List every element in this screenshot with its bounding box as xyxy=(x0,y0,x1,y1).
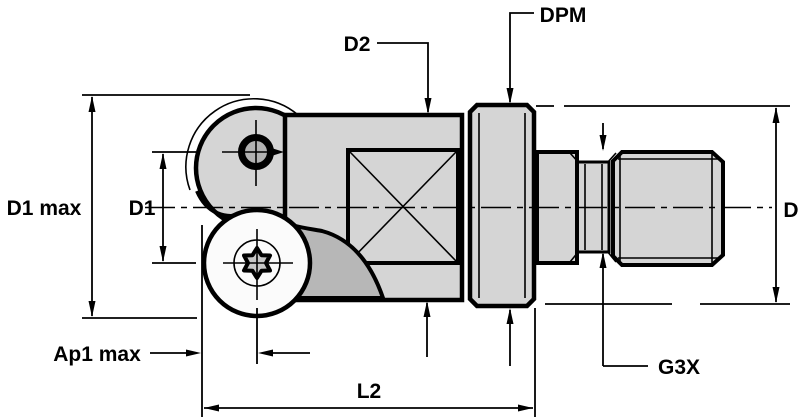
chamfer-line xyxy=(606,250,617,263)
dim-g3x: G3X xyxy=(599,123,700,379)
arrowhead-right-icon xyxy=(273,148,284,156)
label-d1max: D1 max xyxy=(7,197,82,220)
label-d2: D2 xyxy=(344,33,371,56)
insert-seat-arc xyxy=(185,97,299,191)
collar xyxy=(467,102,537,309)
thread xyxy=(611,150,725,267)
arrowhead-down-icon xyxy=(424,98,432,114)
arrowhead-up-icon xyxy=(506,308,514,324)
dim-l2: L2 xyxy=(201,225,536,417)
chamfer-line xyxy=(569,250,580,263)
dim-d: D xyxy=(536,105,799,305)
arrowhead-right-icon xyxy=(518,404,533,412)
cutter-head xyxy=(185,97,465,319)
label-dpm: DPM xyxy=(540,4,587,27)
label-d1: D1 xyxy=(129,197,156,220)
arrowhead-down-icon xyxy=(599,135,607,151)
pocket-diagonal xyxy=(349,151,457,262)
coolant-pocket xyxy=(346,148,460,265)
arrowhead-up-icon xyxy=(772,107,780,123)
label-l2: L2 xyxy=(357,380,382,403)
dim-ap1max: Ap1 max xyxy=(53,308,310,366)
label-ap1max: Ap1 max xyxy=(53,343,141,366)
arrowhead-down-icon xyxy=(159,246,167,262)
arrowhead-right-icon xyxy=(186,349,201,357)
arrowhead-up-icon xyxy=(599,252,607,268)
arrowhead-left-icon xyxy=(204,404,219,412)
arrowhead-up-icon xyxy=(88,96,96,112)
arrowhead-up-icon xyxy=(423,301,431,317)
arrowhead-down-icon xyxy=(506,88,514,104)
label-g3x: G3X xyxy=(658,356,700,379)
dim-d1max: D1 max xyxy=(7,94,250,319)
arrowhead-left-icon xyxy=(258,349,273,357)
dim-dpm: DPM xyxy=(506,4,587,366)
label-d: D xyxy=(783,199,798,222)
dim-d2: D2 xyxy=(344,33,432,357)
chamfer-line xyxy=(569,152,580,164)
arrowhead-up-icon xyxy=(159,153,167,169)
shank xyxy=(467,102,725,309)
chamfer-line xyxy=(606,152,617,164)
arrowhead-down-icon xyxy=(88,301,96,317)
arrowhead-down-icon xyxy=(772,287,780,303)
dim-d1: D1 xyxy=(129,151,196,264)
